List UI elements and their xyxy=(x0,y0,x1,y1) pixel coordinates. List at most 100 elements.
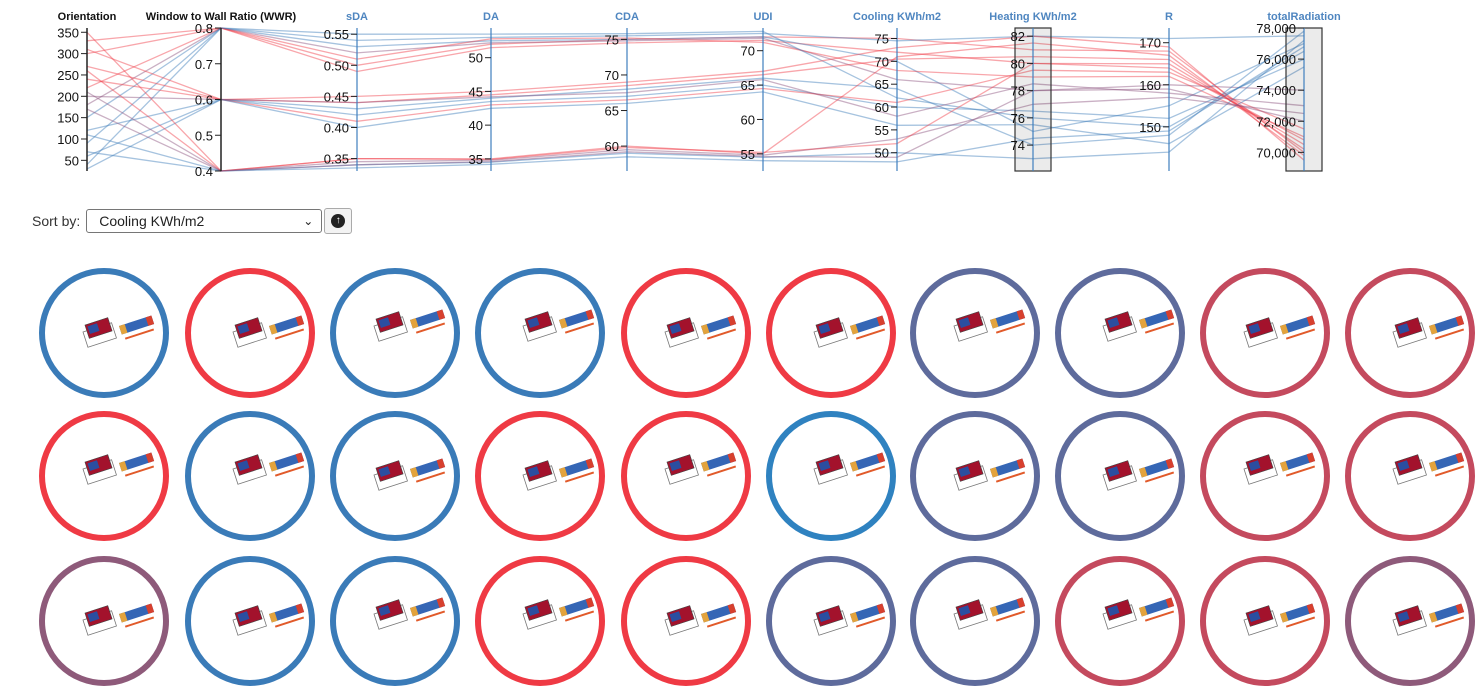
series-line-0[interactable] xyxy=(86,27,1305,153)
building-model-icon xyxy=(1392,315,1465,348)
design-thumbnail[interactable] xyxy=(910,268,1040,398)
axis-title-da[interactable]: DA xyxy=(483,11,499,23)
design-thumbnail[interactable] xyxy=(1055,556,1185,686)
series-line-8[interactable] xyxy=(86,55,1305,150)
series-line-5[interactable] xyxy=(86,27,1305,138)
series-line-19[interactable] xyxy=(86,88,1305,172)
chevron-down-icon: ⌄ xyxy=(303,214,314,228)
sort-select[interactable]: Cooling KWh/m2 ⌄ xyxy=(86,209,323,233)
series-line-2[interactable] xyxy=(86,27,1305,166)
building-model-icon xyxy=(1102,597,1175,630)
building-model-icon xyxy=(664,452,737,485)
tick-label: 82 xyxy=(1011,29,1025,44)
building-model-icon xyxy=(373,458,446,491)
series-line-3[interactable] xyxy=(86,27,1305,144)
axis-title-udi[interactable]: UDI xyxy=(754,11,773,23)
building-model-icon xyxy=(373,309,446,342)
design-thumbnail[interactable] xyxy=(475,268,605,398)
design-thumbnail[interactable] xyxy=(330,411,460,541)
design-thumbnail[interactable] xyxy=(1200,411,1330,541)
series-line-6[interactable] xyxy=(86,27,1305,128)
tick-label: 65 xyxy=(605,104,619,119)
axis-title-cda[interactable]: CDA xyxy=(615,11,639,23)
tick-label: 70,000 xyxy=(1256,145,1296,160)
tick-label: 65 xyxy=(875,77,889,92)
tick-label: 75 xyxy=(605,32,619,47)
design-thumbnail[interactable] xyxy=(766,411,896,541)
design-thumbnail[interactable] xyxy=(910,556,1040,686)
tick-label: 50 xyxy=(875,146,889,161)
design-thumbnail[interactable] xyxy=(1345,556,1475,686)
axis-title-orientation[interactable]: Orientation xyxy=(58,11,117,23)
axis-wwr: Window to Wall Ratio (WWR)0.40.50.60.70.… xyxy=(146,11,297,179)
series-line-12[interactable] xyxy=(86,48,1305,130)
design-thumbnail[interactable] xyxy=(185,556,315,686)
design-thumbnail[interactable] xyxy=(621,556,751,686)
series-line-10[interactable] xyxy=(86,58,1305,132)
design-thumbnail[interactable] xyxy=(1200,556,1330,686)
design-thumbnail[interactable] xyxy=(39,268,169,398)
axis-radiation: totalRadiation70,00072,00074,00076,00078… xyxy=(1256,11,1341,172)
design-thumbnail[interactable] xyxy=(185,411,315,541)
design-thumbnail[interactable] xyxy=(185,268,315,398)
axis-title-radiation[interactable]: totalRadiation xyxy=(1267,11,1341,23)
building-model-icon xyxy=(232,452,305,485)
tick-label: 80 xyxy=(1011,56,1025,71)
tick-label: 200 xyxy=(57,89,79,104)
design-thumbnail[interactable] xyxy=(330,556,460,686)
design-thumbnail[interactable] xyxy=(330,268,460,398)
series-line-16[interactable] xyxy=(86,39,1305,172)
design-thumbnail[interactable] xyxy=(475,556,605,686)
building-model-icon xyxy=(373,597,446,630)
series-line-7[interactable] xyxy=(86,35,1305,161)
tick-label: 70 xyxy=(875,54,889,69)
design-thumbnail[interactable] xyxy=(766,556,896,686)
series-line-18[interactable] xyxy=(86,62,1305,172)
design-thumbnail[interactable] xyxy=(1345,411,1475,541)
tick-label: 160 xyxy=(1139,78,1161,93)
building-model-icon xyxy=(522,309,595,342)
design-thumbnail[interactable] xyxy=(910,411,1040,541)
axis-title-cooling[interactable]: Cooling KWh/m2 xyxy=(853,11,941,23)
design-thumbnail[interactable] xyxy=(766,268,896,398)
design-thumbnail[interactable] xyxy=(1345,268,1475,398)
series-line-11[interactable] xyxy=(86,78,1305,117)
design-thumbnail[interactable] xyxy=(1055,411,1185,541)
series-line-4[interactable] xyxy=(86,27,1305,106)
design-thumbnail[interactable] xyxy=(1200,268,1330,398)
tick-label: 35 xyxy=(469,152,483,167)
series-line-13[interactable] xyxy=(86,66,1305,170)
sort-direction-button[interactable]: ↑ xyxy=(324,208,353,234)
design-thumbnail[interactable] xyxy=(475,411,605,541)
tick-label: 0.6 xyxy=(195,93,213,108)
sort-label: Sort by: xyxy=(32,213,81,229)
series-line-1[interactable] xyxy=(86,27,1305,146)
series-line-14[interactable] xyxy=(86,31,1305,172)
axis-title-heating[interactable]: Heating KWh/m2 xyxy=(989,11,1076,23)
design-thumbnail[interactable] xyxy=(39,411,169,541)
series-line-17[interactable] xyxy=(86,46,1305,172)
tick-label: 60 xyxy=(741,112,755,127)
design-thumbnail[interactable] xyxy=(1055,268,1185,398)
design-thumbnail[interactable] xyxy=(621,268,751,398)
series-line-9[interactable] xyxy=(86,30,1305,157)
tick-label: 72,000 xyxy=(1256,114,1296,129)
tick-label: 350 xyxy=(57,25,79,40)
tick-label: 78 xyxy=(1011,84,1025,99)
axis-title-sda[interactable]: sDA xyxy=(346,11,368,23)
axis-title-wwr[interactable]: Window to Wall Ratio (WWR) xyxy=(146,11,297,23)
design-thumbnail[interactable] xyxy=(621,411,751,541)
building-model-icon xyxy=(1392,452,1465,485)
tick-label: 76,000 xyxy=(1256,52,1296,67)
series-line-15[interactable] xyxy=(86,96,1305,172)
series-lines xyxy=(86,27,1305,172)
building-model-icon xyxy=(232,603,305,636)
axis-title-r[interactable]: R xyxy=(1165,11,1173,23)
tick-label: 74,000 xyxy=(1256,83,1296,98)
design-thumbnail[interactable] xyxy=(39,556,169,686)
